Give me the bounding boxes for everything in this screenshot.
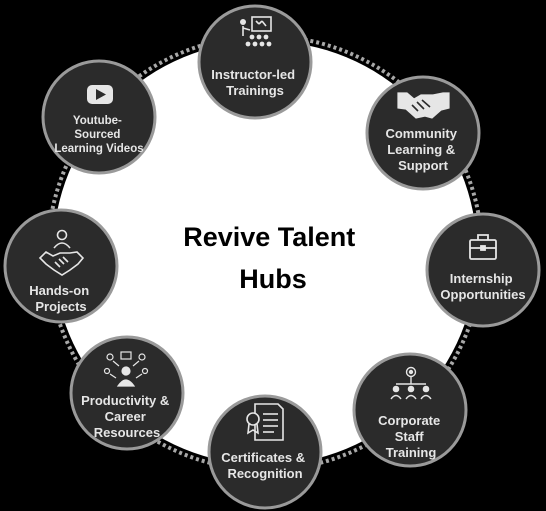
node-label: Hands-on Projects xyxy=(29,283,93,314)
node-circle xyxy=(69,335,185,451)
node-label: Instructor-led Trainings xyxy=(211,67,298,98)
node-label: Community Learning & Support xyxy=(385,126,460,173)
node-instructor-led-trainings: Instructor-led Trainings xyxy=(197,4,313,120)
team-network-icon xyxy=(390,366,432,400)
node-hands-on-projects: Hands-on Projects xyxy=(3,208,119,324)
node-productivity-career-resources: Productivity & Career Resources xyxy=(69,335,185,451)
node-youtube-sourced-learning-videos: Youtube- Sourced Learning Videos xyxy=(41,59,157,175)
node-label: Certificates & Recognition xyxy=(221,450,308,481)
youtube-icon xyxy=(87,85,113,104)
certificate-icon xyxy=(246,403,284,441)
node-circle xyxy=(425,212,541,328)
node-internship-opportunities: Internship Opportunities xyxy=(425,212,541,328)
node-label: Internship Opportunities xyxy=(440,271,525,302)
presentation-icon xyxy=(240,16,272,47)
node-circle xyxy=(352,352,468,468)
node-label: Youtube- Sourced Learning Videos xyxy=(54,115,143,155)
node-circle xyxy=(3,208,119,324)
center-title-line-2: Hubs xyxy=(239,264,307,294)
productivity-icon xyxy=(103,351,149,387)
node-circle xyxy=(365,75,481,191)
center-title-line-1: Revive Talent xyxy=(183,222,355,252)
handshake-icon xyxy=(397,92,450,119)
node-label: Corporate Staff Training xyxy=(378,413,444,460)
node-label: Productivity & Career Resources xyxy=(81,393,173,440)
briefcase-icon xyxy=(469,234,497,260)
node-community-learning-support: Community Learning & Support xyxy=(365,75,481,191)
node-certificates-recognition: Certificates & Recognition xyxy=(207,394,323,510)
node-circle xyxy=(197,4,313,120)
center-title: Revive Talent Hubs xyxy=(183,222,363,294)
node-circle xyxy=(207,394,323,510)
node-corporate-staff-training: Corporate Staff Training xyxy=(352,352,468,468)
node-circle xyxy=(41,59,157,175)
person-handshake-icon xyxy=(38,229,85,276)
